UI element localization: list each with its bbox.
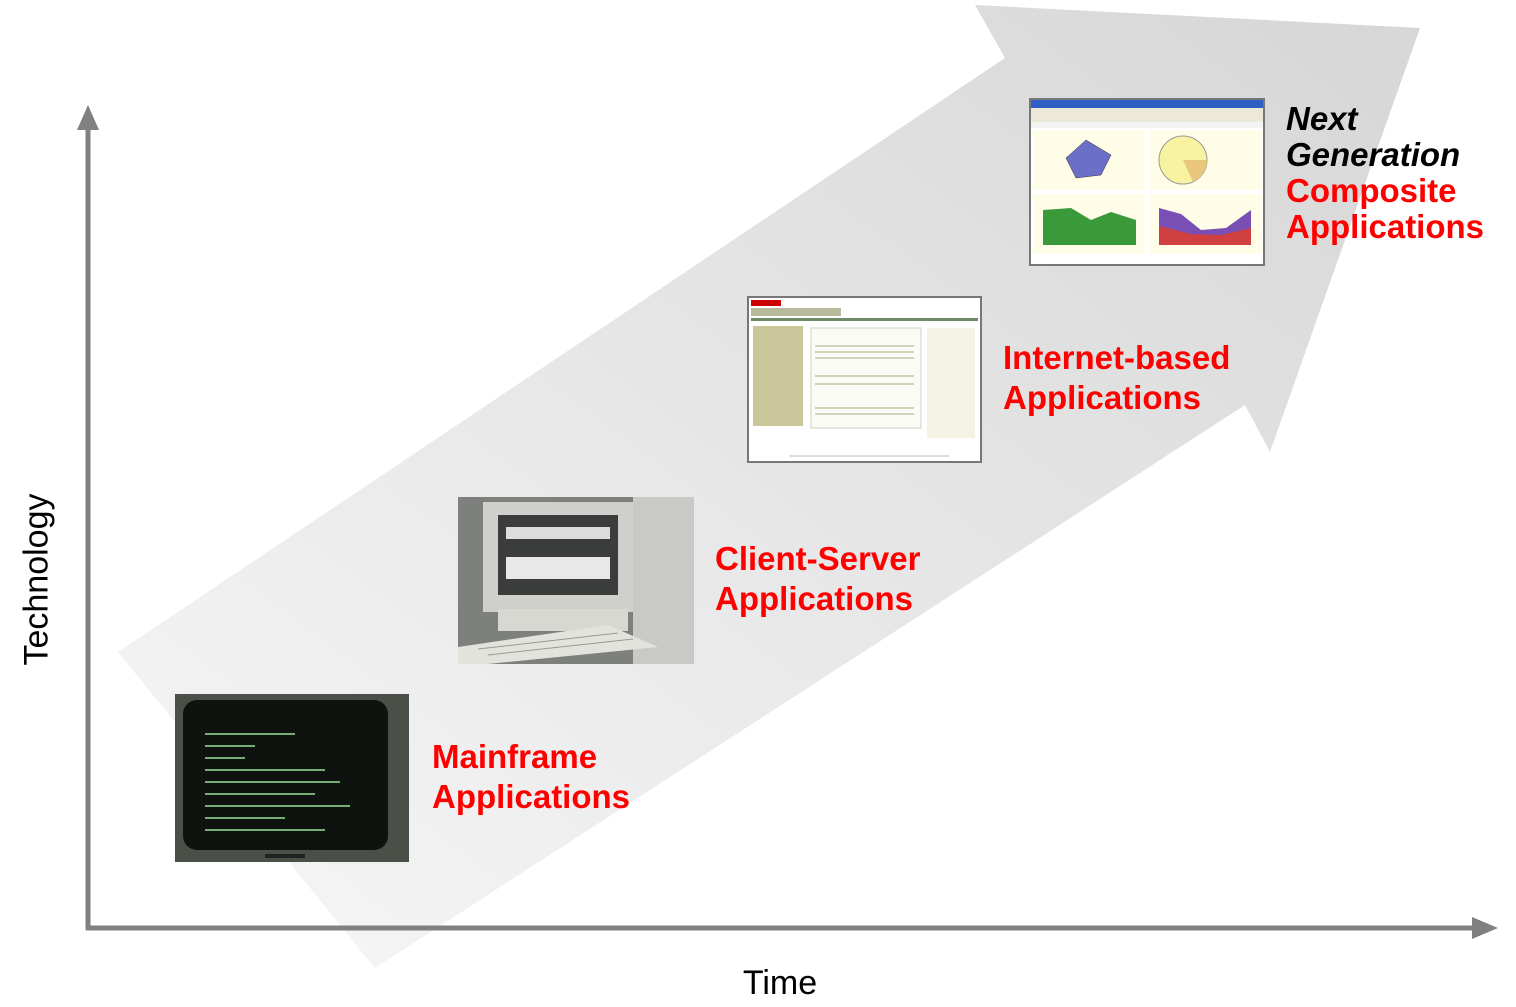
stage-internet-label: Internet-based Applications bbox=[1003, 338, 1230, 418]
terminal-screen-graphic bbox=[175, 694, 409, 862]
desktop-computer-graphic bbox=[458, 497, 694, 664]
mainframe-terminal-image bbox=[175, 694, 409, 862]
y-axis-arrowhead bbox=[77, 105, 99, 130]
y-axis-label: Technology bbox=[17, 493, 56, 666]
stage-internet-line-2: Applications bbox=[1003, 379, 1202, 416]
x-axis-label: Time bbox=[742, 964, 818, 1002]
stage-client-server-line-2: Applications bbox=[715, 580, 914, 617]
stage-internet-line-1: Internet-based bbox=[1003, 339, 1231, 376]
stage-composite-line-1: Composite bbox=[1286, 172, 1457, 209]
stage-mainframe-line-2: Applications bbox=[432, 778, 631, 815]
stage-mainframe-label: Mainframe Applications bbox=[432, 737, 630, 817]
stage-composite-prefix-2: Generation bbox=[1286, 136, 1461, 173]
stage-client-server-line-1: Client-Server bbox=[715, 540, 921, 577]
composite-dashboard-screenshot bbox=[1029, 98, 1265, 266]
x-axis-arrowhead bbox=[1472, 917, 1498, 939]
web-page-graphic bbox=[749, 298, 980, 461]
stage-composite-prefix-1: Next bbox=[1286, 100, 1358, 137]
stage-composite-line-2: Applications bbox=[1286, 208, 1485, 245]
stage-composite-label: Next Generation Composite Applications bbox=[1286, 101, 1484, 245]
internet-app-screenshot bbox=[747, 296, 982, 463]
client-server-pc-image bbox=[458, 497, 694, 664]
stage-client-server-label: Client-Server Applications bbox=[715, 539, 920, 619]
stage-mainframe-line-1: Mainframe bbox=[432, 738, 598, 775]
dashboard-graphic bbox=[1031, 100, 1263, 254]
